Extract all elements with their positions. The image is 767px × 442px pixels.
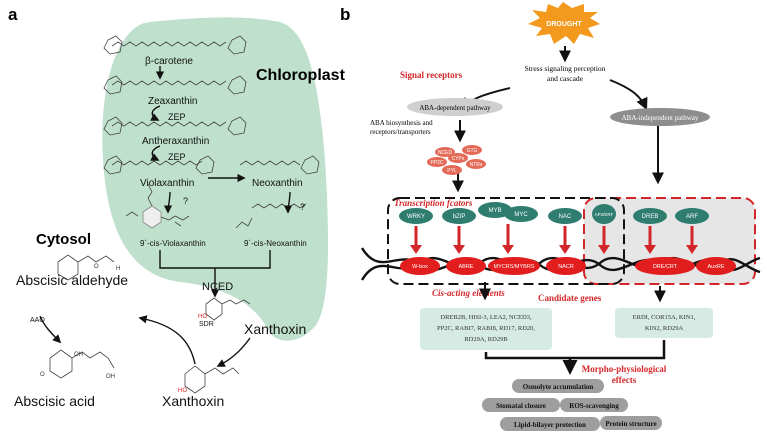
cis-wbox: W-box [412,264,428,270]
tf-arrowheads [410,245,698,254]
drought-label: DROUGHT [546,21,582,28]
tf-arf: ARF [686,214,698,220]
nced-label: NCED [202,281,233,293]
cis-nacr: NACR [558,264,574,270]
aao-label: AAO [30,317,45,324]
abscisic-acid-label: Abscisic acid [14,393,95,409]
effect-lipid: Lipid-bilayer protection [514,421,586,429]
aba-independent-pill [610,108,710,126]
genes-left-2: PP2C, RABI7, RABI8, RD17, RD20, [437,325,535,332]
aba-dependent-pill [407,98,503,116]
tf-wrky: WRKY [407,214,425,220]
aba-dependent-label: ABA-dependent pathway [419,104,491,112]
stress-line-2: and cascade [547,74,584,83]
tf-binding-arrows [414,224,694,248]
tf-myb: MYB [488,208,501,214]
gene-arrows [479,282,666,303]
beta-carotene-label: β-carotene [145,56,193,67]
tf-ovals [399,202,709,224]
tf-ap2erf: AP2/ERF [595,212,614,217]
effect-stomatal: Stomatal closure [496,402,546,410]
genes-box-left [420,308,552,350]
merge-connector [484,340,666,360]
tf-nac: NAC [559,214,572,220]
panel-b-label: b [340,5,350,24]
cis-drecrt: DRE/CRT [653,264,678,270]
rc-5: PYL [447,168,457,174]
rc-3: CYPs [452,156,465,162]
chloroplast-label: Chloroplast [256,67,346,84]
svg-text:O: O [40,372,45,378]
tf-myc: MYC [514,212,528,218]
genes-box-right [615,308,713,338]
antheraxanthin-label: Antheraxanthin [142,136,209,147]
cis-acting-label: Cis-acting elements [432,288,505,298]
svg-text:OH: OH [106,374,115,380]
genes-right-1: ERDI, COR15A, KIN1, [633,314,696,321]
xanthoxin-chloroplast-label: Xanthoxin [244,321,306,337]
tf-bzip: bZIP [453,214,466,220]
svg-text:H: H [116,266,120,272]
aba-independent-label: ABA-independent pathway [622,114,699,122]
cis-mycrs: MYCRS/MYBRS [494,264,535,270]
cis-auxre: AuxRE [707,264,724,270]
genes-left-3: RD29A, RD29B [464,336,508,343]
rc-4: NTRs [470,162,483,168]
transcription-factors-label: Transcription fcators [394,198,473,208]
effect-pills [482,379,662,431]
chloroplast-region [102,17,329,341]
rc-0: NCED [438,150,453,156]
zep-label-1: ZEP [168,112,186,122]
aba-dependent-box [387,197,625,285]
signal-receptors-label: Signal receptors [400,70,463,80]
svg-text:O: O [94,264,99,270]
question-mark-2: ? [300,202,305,212]
tf-dreb: DREB [642,214,659,220]
candidate-genes-label: Candidate genes [538,293,602,303]
panel-a-label: a [8,5,18,24]
effect-osmolyte: Osmolyte accumulation [523,383,594,391]
receptor-cluster [427,145,486,175]
svg-text:HO: HO [178,388,187,394]
pathway-arrows [39,66,293,367]
aba-biosynthesis-line-1: ABA biosynthesis and [370,119,433,127]
svg-text:HO: HO [198,314,207,320]
carotenoid-structures [49,35,320,394]
cis-element-shapes [400,257,736,275]
cis-neoxanthin-label: 9´-cis-Neoxanthin [244,239,307,248]
question-mark-1: ? [183,196,188,206]
effect-protein: Protein structure [605,420,656,428]
zep-label-2: ZEP [168,152,186,162]
neoxanthin-label: Neoxanthin [252,178,303,189]
cis-violaxanthin-label: 9´-cis-Violaxanthin [140,239,206,248]
abscisic-aldehyde-label: Abscisic aldehyde [16,272,128,288]
zeaxanthin-label: Zeaxanthin [148,96,197,107]
genes-right-2: KIN2, RD29A [645,325,684,332]
morpho-line-2: effects [612,375,637,385]
drought-burst [528,2,600,44]
effect-ros: ROS-scavenging [569,402,619,410]
morpho-line-1: Morpho-physiological [582,364,667,374]
xanthoxin-cytosol-label: Xanthoxin [162,393,224,409]
sdr-label: SDR [199,321,214,328]
cis-abre: ABRE [459,264,474,270]
rc-1: GTG [467,148,478,154]
oh-groups: HO HO [178,314,207,394]
genes-left-1: DREB2B, HISI-3, LEA2, NCED3, [440,314,532,321]
violaxanthin-label: Violaxanthin [140,178,194,189]
svg-text:OH: OH [74,352,83,358]
aba-biosynthesis-line-2: receptors/transporters [370,128,431,136]
rc-2: PP2C [430,160,443,166]
stress-line-1: Stress signaling perception [525,64,606,73]
cytosol-label: Cytosol [36,231,91,248]
